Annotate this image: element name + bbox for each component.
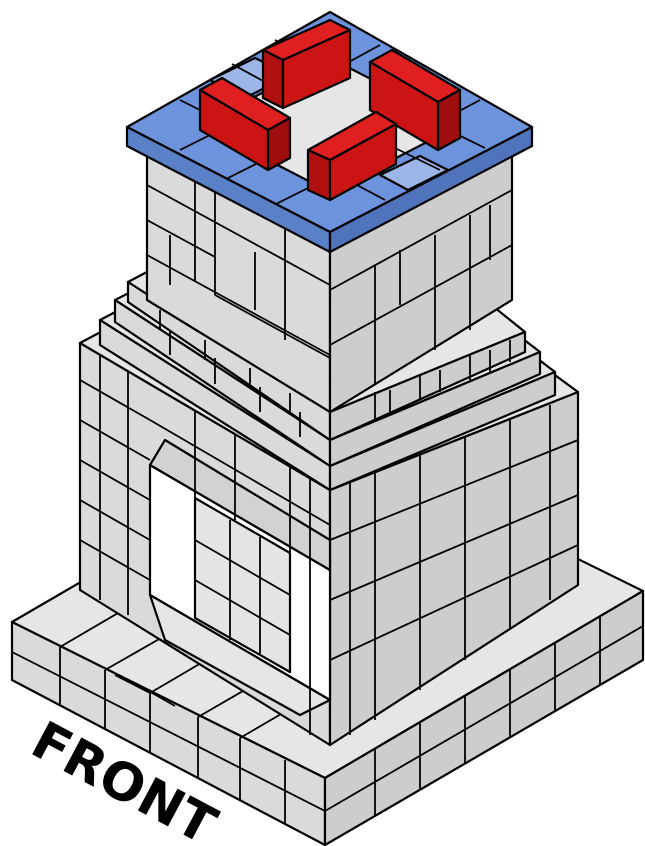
isometric-building-diagram: FRONT [0, 0, 645, 846]
